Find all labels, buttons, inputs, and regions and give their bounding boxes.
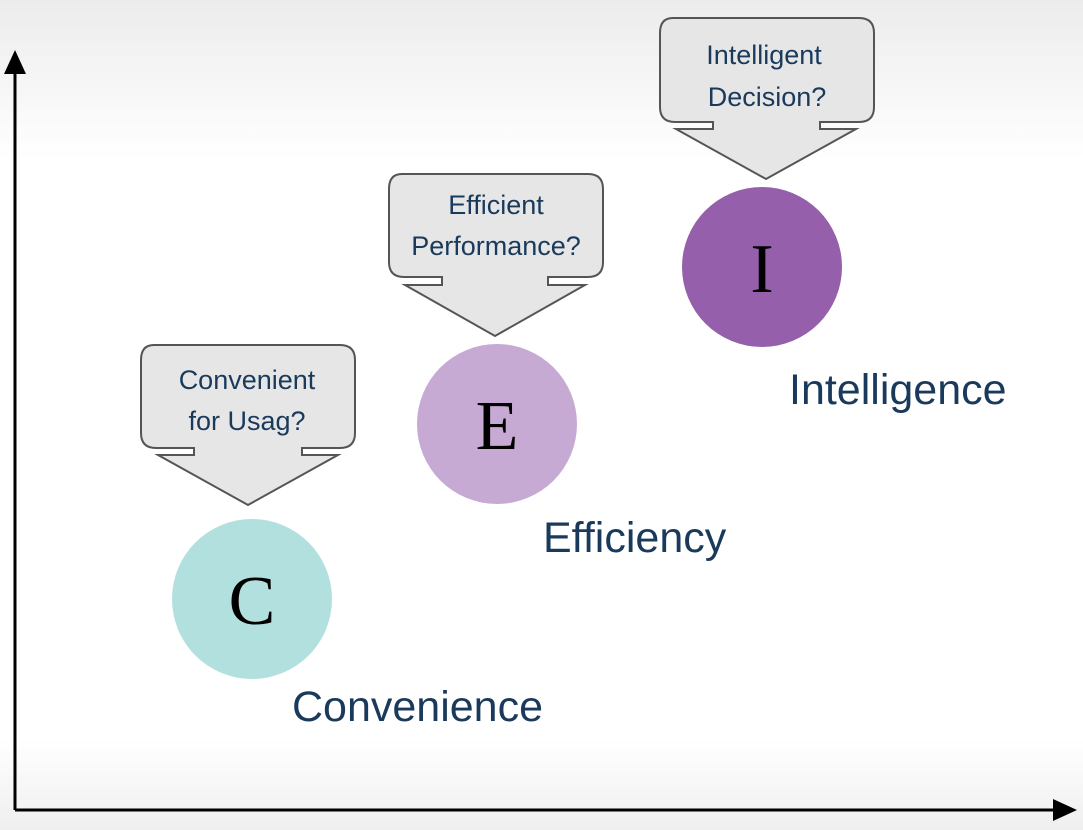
callout-convenience — [140, 344, 356, 507]
callout-efficiency — [388, 173, 604, 338]
callout-intelligence-line2: Decision? — [708, 82, 827, 112]
label-efficiency: Efficiency — [543, 514, 727, 562]
y-axis-arrowhead — [4, 50, 26, 74]
stage-efficiency: Efficient Performance? E Efficiency — [388, 173, 727, 562]
x-axis-arrowhead — [1053, 799, 1077, 821]
callout-convenience-line1: Convenient — [179, 365, 316, 395]
letter-convenience: C — [229, 563, 276, 640]
stage-intelligence: Intelligent Decision? I Intelligence — [659, 17, 1007, 414]
label-convenience: Convenience — [292, 683, 543, 731]
callout-intelligence — [659, 17, 875, 181]
circle-efficiency — [417, 344, 577, 504]
callout-intelligence-line1: Intelligent — [706, 40, 822, 70]
label-intelligence: Intelligence — [789, 366, 1007, 414]
axes — [4, 50, 1077, 821]
callout-efficiency-line2: Performance? — [411, 231, 581, 261]
callout-convenience-line2: for Usag? — [188, 406, 305, 436]
callout-efficiency-line1: Efficient — [448, 190, 544, 220]
letter-efficiency: E — [476, 388, 519, 465]
letter-intelligence: I — [750, 231, 773, 308]
stage-convenience: Convenient for Usag? C Convenience — [140, 344, 543, 731]
circle-intelligence — [682, 187, 842, 347]
circle-convenience — [172, 519, 332, 679]
